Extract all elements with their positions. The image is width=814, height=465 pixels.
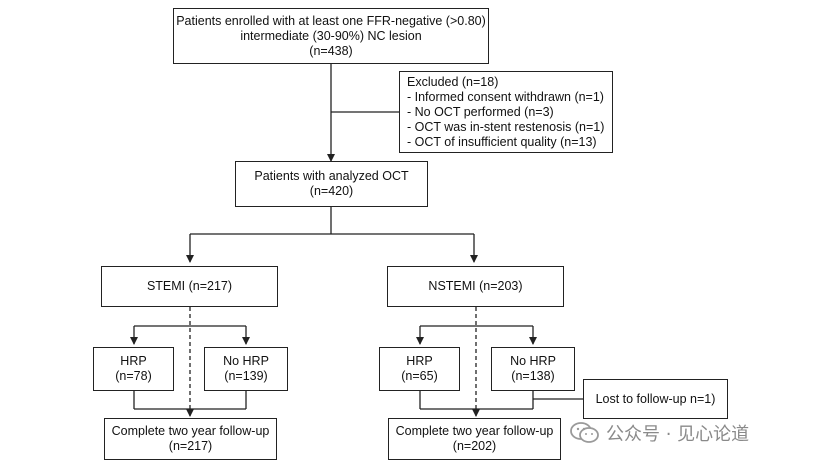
stemi-label: STEMI (n=217) [146, 279, 233, 293]
nstemi-nohrp-line-1: No HRP [510, 354, 556, 368]
excluded-line-5: - OCT of insufficient quality (n=13) [407, 134, 597, 149]
nstemi-box: NSTEMI (n=203) [387, 266, 564, 307]
stemi-complete-box: Complete two year follow-up (n=217) [104, 418, 277, 460]
nstemi-complete-box: Complete two year follow-up (n=202) [388, 418, 561, 460]
stemi-complete-line-2: (n=217) [168, 439, 213, 453]
watermark: 公众号 · 见心论道 [570, 420, 749, 446]
nstemi-hrp-line-2: (n=65) [401, 369, 438, 383]
excluded-line-2: - Informed consent withdrawn (n=1) [407, 89, 604, 104]
nstemi-nohrp-box: No HRP (n=138) [491, 347, 575, 391]
stemi-hrp-line-1: HRP [120, 354, 147, 368]
enrolled-line-1: Patients enrolled with at least one FFR-… [176, 13, 486, 28]
excluded-line-4: - OCT was in-stent restenosis (n=1) [407, 119, 605, 134]
lost-followup-box: Lost to follow-up n=1) [583, 379, 728, 419]
stemi-hrp-box: HRP (n=78) [93, 347, 174, 391]
stemi-nohrp-box: No HRP (n=139) [204, 347, 288, 391]
excluded-box: Excluded (n=18) - Informed consent withd… [399, 71, 613, 153]
watermark-text: 公众号 · 见心论道 [606, 424, 750, 445]
stemi-complete-line-1: Complete two year follow-up [111, 424, 270, 438]
analyzed-line-2: (n=420) [309, 184, 354, 198]
stemi-box: STEMI (n=217) [101, 266, 278, 307]
excluded-line-3: - No OCT performed (n=3) [407, 104, 554, 119]
nstemi-complete-line-2: (n=202) [452, 439, 497, 453]
nstemi-complete-line-1: Complete two year follow-up [395, 424, 554, 438]
stemi-nohrp-line-1: No HRP [223, 354, 269, 368]
lost-followup-label: Lost to follow-up n=1) [595, 391, 716, 406]
stemi-hrp-line-2: (n=78) [115, 369, 152, 383]
wechat-icon [570, 422, 599, 443]
enrolled-box: Patients enrolled with at least one FFR-… [173, 8, 489, 64]
nstemi-hrp-box: HRP (n=65) [379, 347, 460, 391]
enrolled-line-2: intermediate (30-90%) NC lesion [240, 28, 422, 43]
analyzed-line-1: Patients with analyzed OCT [254, 169, 409, 183]
nstemi-nohrp-line-2: (n=138) [511, 369, 555, 383]
stemi-nohrp-line-2: (n=139) [224, 369, 268, 383]
analyzed-box: Patients with analyzed OCT (n=420) [235, 161, 428, 207]
nstemi-label: NSTEMI (n=203) [428, 279, 523, 293]
enrolled-line-3: (n=438) [309, 43, 353, 58]
nstemi-hrp-line-1: HRP [406, 354, 433, 368]
excluded-line-1: Excluded (n=18) [407, 74, 499, 89]
